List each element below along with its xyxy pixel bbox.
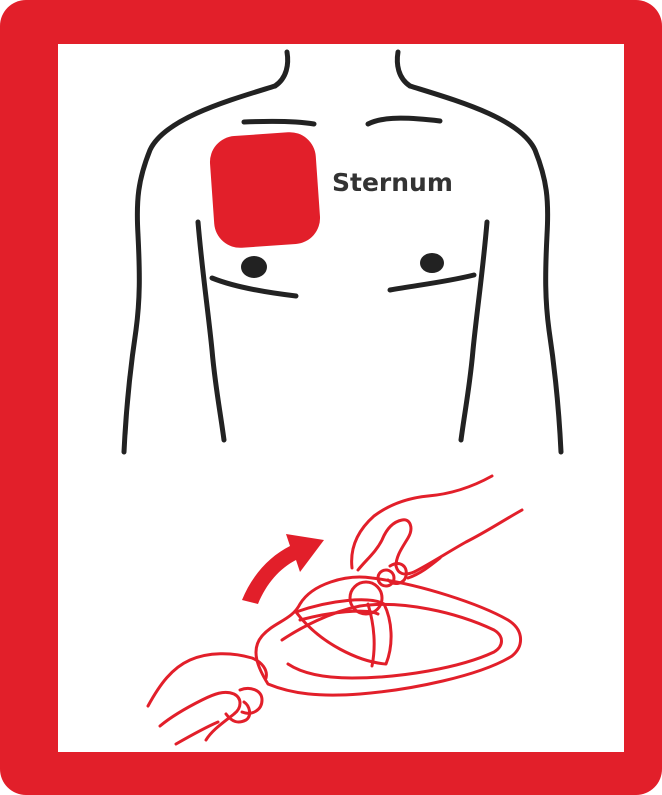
left-arm-inner-line xyxy=(198,222,224,440)
neck-left-line xyxy=(275,52,288,86)
left-pectoral-line xyxy=(212,278,296,296)
right-collarbone-line xyxy=(368,118,440,124)
right-arm-inner-line xyxy=(461,222,487,440)
sternum-label: Sternum xyxy=(332,170,453,195)
curved-arrow-icon xyxy=(242,534,324,604)
left-nipple-dot xyxy=(241,256,267,278)
electrode-pad-icon xyxy=(208,130,322,249)
peeled-liner-edge xyxy=(300,611,378,620)
pad-tab xyxy=(350,582,382,614)
hands-peeling-pad-icon xyxy=(148,476,522,744)
right-nipple-dot xyxy=(420,253,444,273)
neck-right-line xyxy=(397,52,410,86)
right-hand-fingers-line xyxy=(358,510,522,574)
chest-outline-icon xyxy=(124,52,561,452)
right-pectoral-line xyxy=(390,275,474,290)
left-collarbone-line xyxy=(244,121,314,124)
